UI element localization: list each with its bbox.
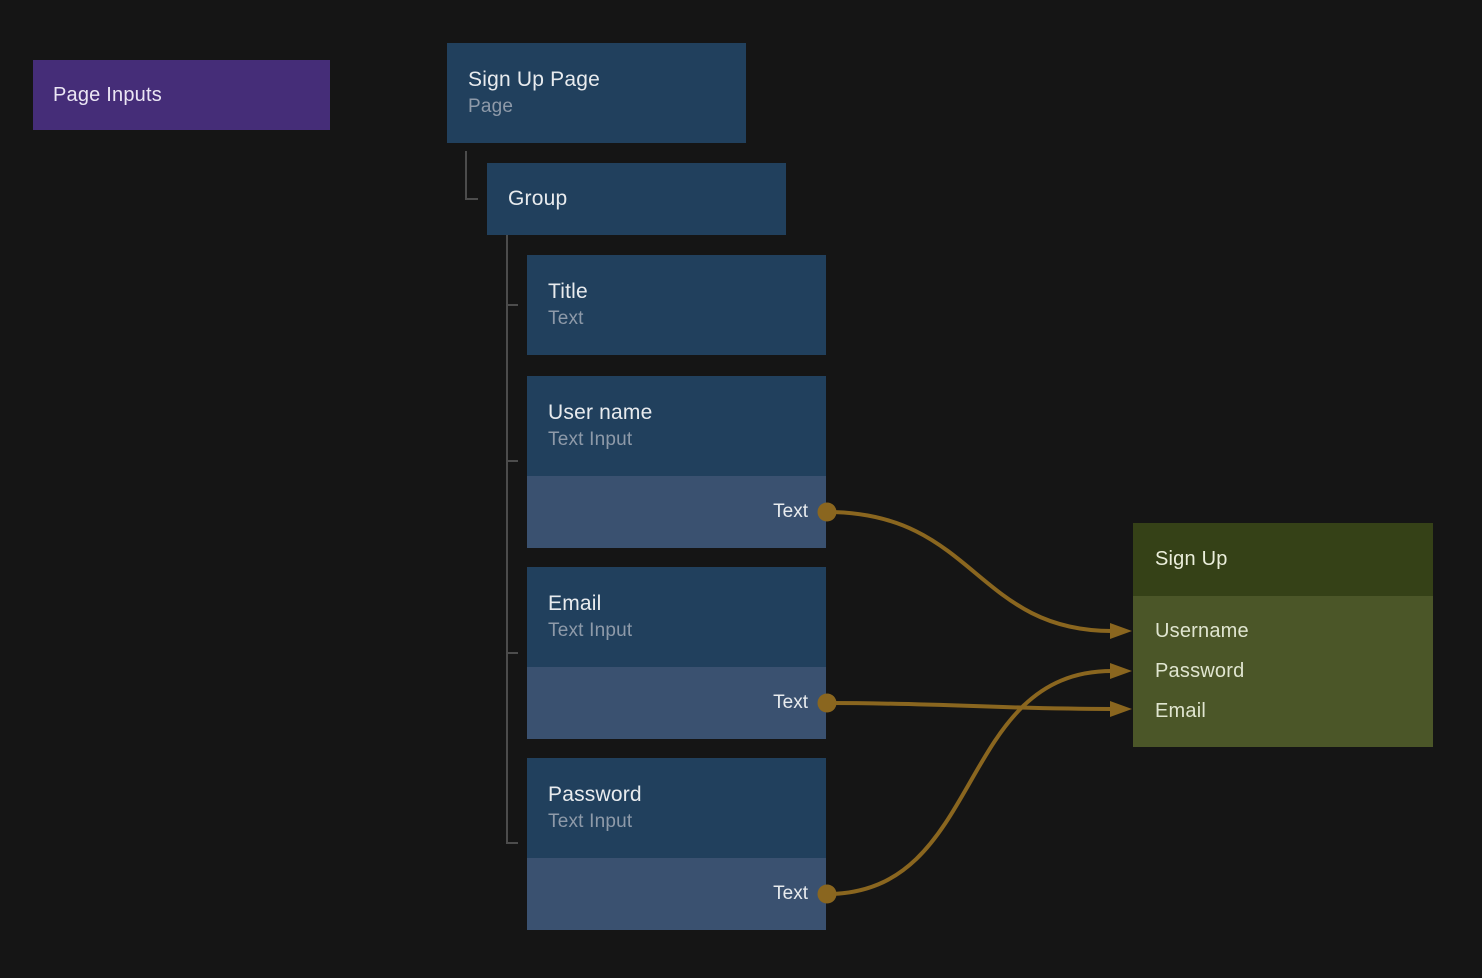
- sign-up-node-body: Username Password Email: [1133, 596, 1433, 747]
- node-group[interactable]: Group: [487, 163, 786, 235]
- input-slot-label: Username: [1155, 619, 1249, 642]
- input-slot-email[interactable]: Email: [1133, 691, 1433, 731]
- node-user-name-input[interactable]: User name Text Input Text: [527, 376, 826, 548]
- node-subtitle: Text Input: [548, 811, 633, 832]
- arrowhead-icon: [1110, 701, 1132, 717]
- page-inputs-node[interactable]: Page Inputs: [33, 60, 330, 130]
- page-inputs-label: Page Inputs: [53, 83, 162, 106]
- connection-password[interactable]: [817, 663, 1133, 904]
- arrowhead-icon: [1110, 623, 1132, 639]
- node-title: Email: [548, 592, 602, 615]
- input-slot-username[interactable]: Username: [1133, 611, 1433, 651]
- node-subtitle: Text Input: [548, 620, 633, 641]
- connection-username[interactable]: [817, 502, 1133, 640]
- node-title: Password: [548, 783, 642, 806]
- input-slot-label: Email: [1155, 699, 1207, 722]
- tree-connector-line: [465, 198, 478, 200]
- tree-connector-line: [506, 235, 508, 844]
- arrowhead-icon: [1110, 663, 1132, 679]
- output-label: Text: [773, 883, 808, 904]
- node-password-input[interactable]: Password Text Input Text: [527, 758, 826, 930]
- node-title: Sign Up Page: [468, 68, 600, 91]
- node-subtitle: Text Input: [548, 429, 633, 450]
- node-title-text-element[interactable]: Title Text: [527, 255, 826, 355]
- output-row-password-text[interactable]: Text: [527, 858, 826, 930]
- sign-up-node-header[interactable]: Sign Up: [1133, 523, 1433, 596]
- node-subtitle: Page: [468, 96, 514, 117]
- output-label: Text: [773, 692, 808, 713]
- output-label: Text: [773, 501, 808, 522]
- node-email-input[interactable]: Email Text Input Text: [527, 567, 826, 739]
- tree-connector-line: [506, 842, 518, 844]
- connection-email[interactable]: [817, 693, 1133, 718]
- input-slot-password[interactable]: Password: [1133, 651, 1433, 691]
- sign-up-node-title: Sign Up: [1155, 548, 1228, 570]
- input-slot-label: Password: [1155, 659, 1245, 682]
- output-row-username-text[interactable]: Text: [527, 476, 826, 548]
- node-title: Group: [508, 187, 568, 210]
- tree-connector-line: [506, 652, 518, 654]
- node-subtitle: Text: [548, 308, 584, 329]
- tree-connector-line: [465, 151, 467, 200]
- node-sign-up-action[interactable]: Sign Up Username Password Email: [1133, 523, 1433, 747]
- output-row-email-text[interactable]: Text: [527, 667, 826, 739]
- node-title: User name: [548, 401, 653, 424]
- tree-connector-line: [506, 304, 518, 306]
- tree-connector-line: [506, 460, 518, 462]
- node-title: Title: [548, 280, 588, 303]
- node-sign-up-page[interactable]: Sign Up Page Page: [447, 43, 746, 143]
